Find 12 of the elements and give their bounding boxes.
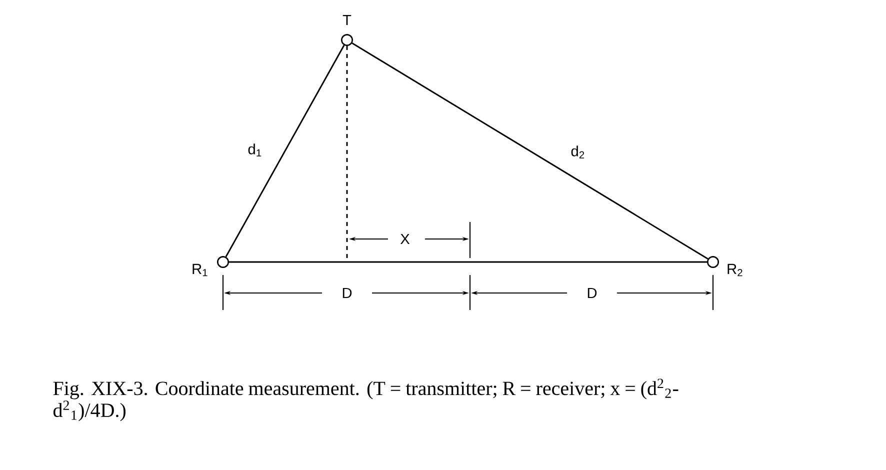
side-line [225, 44, 345, 258]
station-label: T [342, 14, 352, 26]
station-label: R$_{2}$ [728, 264, 742, 276]
caption: Fig. XIX-3. Coordinate measurement. (T = transmitter; R = receiver; x = (d$^{2}$$_{2}$-d$^{2}$$_{1}$)/4D.) [53, 378, 678, 422]
side-line [352, 42, 708, 260]
edge-label: d$_{2}$ [571, 146, 584, 158]
station-label: R$_{1}$ [192, 264, 208, 276]
dimension-label: D [340, 286, 354, 300]
side-line [229, 261, 707, 263]
edge-label: d$_{1}$ [248, 144, 262, 156]
dimension-label: D [585, 286, 599, 300]
dimension-label: X [398, 232, 412, 246]
